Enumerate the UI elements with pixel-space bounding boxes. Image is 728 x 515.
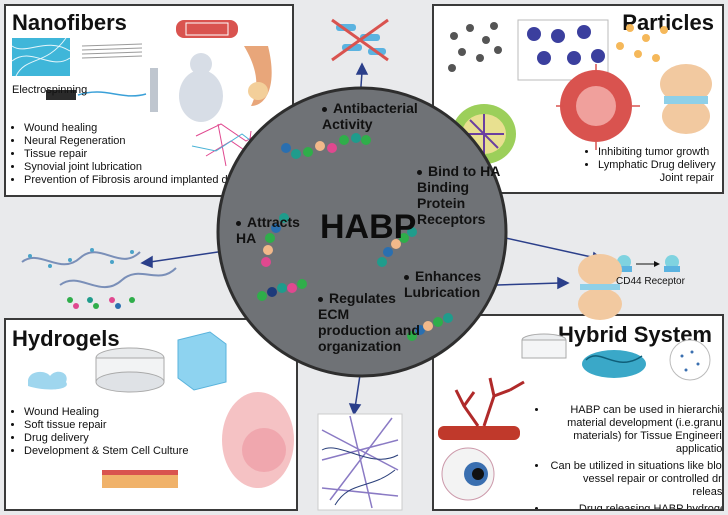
cd44-receptor-label: CD44 Receptor (616, 276, 685, 287)
list-item: Wound Healing (24, 406, 244, 419)
list-item: Wound healing (24, 122, 284, 135)
collector-plate (150, 68, 158, 112)
hydrogels-title: Hydrogels (12, 326, 120, 351)
hydrogels-illustrations (28, 331, 294, 488)
function-bind-text: Bind to HA Binding Protein Receptors (417, 163, 500, 227)
hybrid-illustrations (438, 333, 711, 501)
syringe-pump (46, 90, 76, 100)
list-item: Inhibiting tumor growth (598, 146, 722, 159)
hybrid-gel-image (582, 350, 646, 378)
arrow-head-antibacterial (355, 62, 369, 75)
body-silhouette (179, 70, 223, 122)
particles-list: Inhibiting tumor growth Lymphatic Drug d… (584, 146, 722, 185)
list-item: HABP can be used in hierarchical materia… (548, 404, 722, 456)
list-item: Soft tissue repair (24, 419, 244, 432)
arrow-head-joint (557, 276, 570, 290)
function-attracts-text: Attracts HA (236, 214, 300, 246)
hybrid-list: HABP can be used in hierarchical materia… (534, 404, 722, 509)
nanoparticles-blue (527, 25, 605, 65)
function-attracts: Attracts HA (236, 214, 300, 246)
gel-cube-image (177, 331, 227, 391)
arrow-to-ecm (354, 374, 361, 409)
arrow-to-attracts (149, 247, 246, 263)
function-bind: Bind to HA Binding Protein Receptors (417, 163, 515, 227)
electrospinning-label: Electrospinning (12, 84, 88, 96)
list-item: Drug releasing HABP hydrogels beneficial… (548, 503, 722, 509)
list-item: Synovial joint lubrication (24, 161, 284, 174)
granular-particle-image (669, 339, 711, 381)
arrow-to-receptor (491, 234, 597, 259)
arrow-head-attracts (140, 255, 153, 269)
nanofibers-list: Wound healing Neural Regeneration Tissue… (10, 122, 284, 187)
hydrogels-panel: Hydrogels Wound Healing Soft tissue repa… (4, 318, 298, 511)
list-item: Joint repair (659, 172, 714, 184)
arrow-to-antibacterial (359, 71, 363, 101)
blood-vessel-image (438, 426, 520, 440)
function-antibacterial: Antibacterial Activity (322, 100, 432, 132)
nanofibers-panel: Nanofibers Electrospinning Wound healing… (4, 4, 294, 197)
nanofibers-illustrations (11, 20, 282, 172)
nanoparticles-orange (616, 24, 668, 62)
particles-zoom-box (517, 19, 609, 81)
function-ecm-text: Regulates ECM production and organizatio… (318, 290, 420, 354)
nanoparticles-grey (448, 22, 502, 72)
joint-image (660, 64, 712, 104)
hybrid-panel: Hybrid System HABP can be used in hierar… (432, 314, 724, 511)
function-lubrication: Enhances Lubrication (404, 268, 500, 300)
arrow-head-receptor (591, 251, 605, 265)
arrow-to-joint (496, 282, 561, 286)
list-item: Tissue repair (24, 148, 284, 161)
function-antibacterial-text: Antibacterial Activity (322, 100, 418, 132)
nanofibers-title: Nanofibers (12, 10, 127, 35)
list-item: Prevention of Fibrosis around implanted … (24, 174, 284, 187)
center-title: HABP (320, 208, 417, 246)
list-item: Drug delivery (24, 432, 244, 445)
hydrogels-list: Wound Healing Soft tissue repair Drug de… (10, 406, 244, 458)
list-item: Lymphatic Drug delivery (598, 159, 722, 172)
function-lubrication-text: Enhances Lubrication (404, 268, 482, 300)
function-ecm: Regulates ECM production and organizatio… (318, 290, 422, 354)
gel-cloud-image (28, 371, 67, 390)
list-item: Development & Stem Cell Culture (24, 445, 244, 458)
vessel-stent-image (176, 20, 238, 38)
arrow-head-ecm (348, 403, 362, 416)
list-item: Can be utilized in situations like blood… (548, 460, 722, 499)
list-item: Neural Regeneration (24, 135, 284, 148)
particles-title: Particles (622, 10, 714, 35)
